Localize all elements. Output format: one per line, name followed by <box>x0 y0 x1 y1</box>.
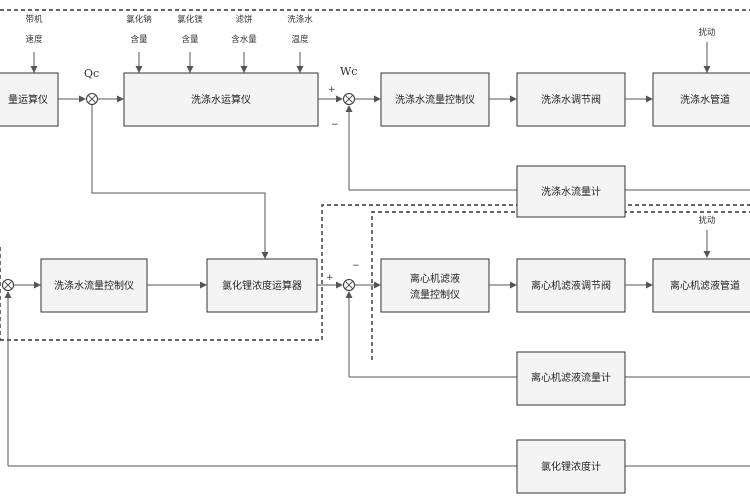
svg-text:洗涤水流量控制仪: 洗涤水流量控制仪 <box>395 93 475 106</box>
input-wash-temperature: 洗涤水 温度 <box>287 14 313 73</box>
block-centrifuge-pipe: 离心机滤液管道 <box>652 258 750 313</box>
block-centrifuge-valve: 离心机滤液调节阀 <box>516 258 626 313</box>
svg-text:离心机滤液调节阀: 离心机滤液调节阀 <box>531 279 611 292</box>
block-wash-flowmeter: 洗涤水流量计 <box>516 165 626 218</box>
summing-junction-left <box>2 279 14 291</box>
input-mgcl-content: 氯化镁 含量 <box>177 14 203 73</box>
svg-text:氯化锂浓度运算器: 氯化锂浓度运算器 <box>222 279 302 292</box>
svg-text:离心机滤液管道: 离心机滤液管道 <box>670 279 740 292</box>
svg-text:洗涤水: 洗涤水 <box>287 14 313 25</box>
svg-text:滤饼: 滤饼 <box>235 14 253 25</box>
svg-text:带机: 带机 <box>25 14 43 25</box>
summing-junction-wc <box>343 93 355 105</box>
svg-text:洗涤水运算仪: 洗涤水运算仪 <box>191 93 251 106</box>
svg-text:洗涤水调节阀: 洗涤水调节阀 <box>541 93 601 106</box>
svg-text:离心机滤液流量计: 离心机滤液流量计 <box>531 371 611 384</box>
summing-junction-centrifuge <box>343 279 355 291</box>
svg-text:离心机滤液: 离心机滤液 <box>410 272 460 285</box>
block-licl-concentration-calculator: 氯化锂浓度运算器 <box>206 258 318 313</box>
block-left-calculator: 量运算仪 <box>0 72 59 127</box>
svg-text:含水量: 含水量 <box>231 34 257 45</box>
svg-text:含量: 含量 <box>181 34 199 45</box>
svg-text:洗涤水流量计: 洗涤水流量计 <box>541 185 601 198</box>
svg-text:扰动: 扰动 <box>698 215 716 226</box>
svg-text:氯化钠: 氯化钠 <box>126 14 152 25</box>
input-nacl-content: 氯化钠 含量 <box>126 14 152 73</box>
block-lower-wash-flow-controller: 洗涤水流量控制仪 <box>40 258 148 313</box>
block-wash-water-calculator: 洗涤水运算仪 <box>123 72 319 127</box>
summing-junction-qc <box>86 93 98 105</box>
sign-plus-wc: + <box>328 85 336 95</box>
input-cake-moisture: 滤饼 含水量 <box>231 14 257 73</box>
block-centrifuge-flow-controller: 离心机滤液 流量控制仪 <box>380 258 490 313</box>
block-wash-pipe: 洗涤水管道 <box>652 72 750 127</box>
svg-text:流量控制仪: 流量控制仪 <box>410 288 460 301</box>
sign-plus-centrifuge: + <box>326 273 334 283</box>
svg-text:氯化锂浓度计: 氯化锂浓度计 <box>541 460 601 473</box>
svg-text:洗涤水管道: 洗涤水管道 <box>680 93 730 106</box>
row1-connectors <box>58 95 750 259</box>
disturbance-mid: 扰动 <box>698 215 716 258</box>
label-wc: Wc <box>340 65 357 78</box>
sign-minus-wc: − <box>331 120 339 130</box>
svg-text:扰动: 扰动 <box>698 27 716 38</box>
svg-text:含量: 含量 <box>130 34 148 45</box>
input-belt-speed: 带机 速度 <box>25 14 43 73</box>
block-centrifuge-flowmeter: 离心机滤液流量计 <box>516 351 626 406</box>
svg-text:速度: 速度 <box>25 34 43 45</box>
svg-text:洗涤水流量控制仪: 洗涤水流量控制仪 <box>54 279 134 292</box>
svg-text:氯化镁: 氯化镁 <box>177 14 203 25</box>
svg-text:量运算仪: 量运算仪 <box>8 93 48 106</box>
label-qc: Qc <box>84 67 99 80</box>
block-licl-concentration-meter: 氯化锂浓度计 <box>516 439 626 494</box>
svg-text:温度: 温度 <box>291 34 309 45</box>
sign-minus-centrifuge: − <box>352 261 360 271</box>
block-wash-valve: 洗涤水调节阀 <box>516 72 626 127</box>
row2-connectors <box>4 281 750 467</box>
block-wash-flow-controller: 洗涤水流量控制仪 <box>380 72 490 127</box>
disturbance-top: 扰动 <box>698 27 716 73</box>
